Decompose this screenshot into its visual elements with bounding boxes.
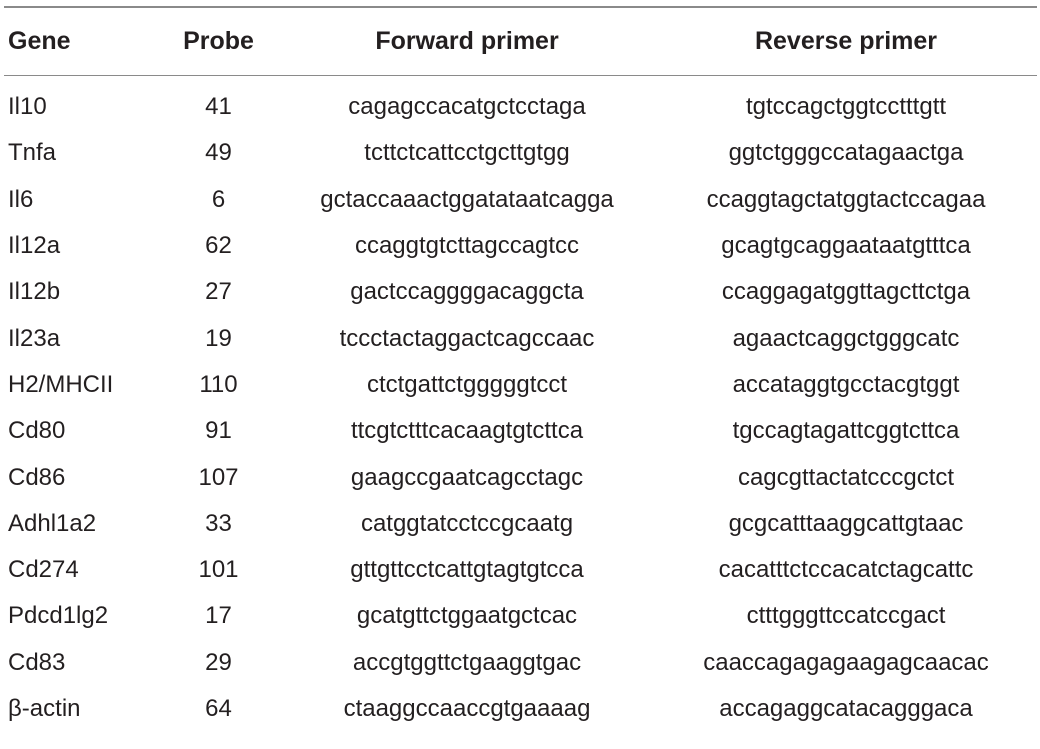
header-row: Gene Probe Forward primer Reverse primer (4, 7, 1037, 76)
cell-reverse-primer: accagaggcatacagggaca (719, 695, 973, 722)
cell-gene: Cd86 (8, 463, 66, 491)
cell-probe: 101 (198, 556, 239, 584)
table-row: Cd274 101 gttgttcctcattgtagtgtcca cacatttct… (4, 547, 1037, 593)
cell-forward-primer: ccaggtgtcttagccagtcc (354, 232, 580, 260)
cell-reverse-primer: ccaggagatggttagcttctga (721, 278, 971, 306)
cell-gene: Cd274 (8, 556, 79, 584)
cell-reverse-primer: gcgcatttaaggcattgtaac (728, 509, 964, 537)
cell-reverse-primer: ctttgggttccatccgact (746, 602, 946, 630)
cell-probe: 29 (205, 648, 232, 676)
cell-forward-primer: ttcgtctttcacaagtgtcttca (350, 417, 584, 445)
cell-probe: 17 (205, 602, 232, 630)
cell-forward-primer: gactccaggggacaggcta (350, 278, 584, 306)
cell-gene: Cd83 (8, 648, 66, 676)
header-probe: Probe (183, 27, 254, 55)
cell-reverse-primer: gcagtgcaggaataatgtttca (721, 232, 971, 260)
table-row: Il12a 62 ccaggtgtcttagccagtcc gcagtgcaggaat… (4, 223, 1037, 269)
table-row: Cd86 107 gaagccgaatcagcctagc cagcgttactatcc… (4, 454, 1037, 500)
cell-probe: 49 (205, 139, 232, 167)
table-row: Il6 6 gctaccaaactggatataatcagga ccaggtagcta… (4, 177, 1037, 223)
header-gene: Gene (8, 27, 71, 55)
cell-reverse-primer: tgccagtagattcggtcttca (732, 417, 960, 445)
table-row: Adhl1a2 33 catggtatcctccgcaatg gcgcatttaagg… (4, 501, 1037, 547)
header-forward-primer: Forward primer (375, 27, 559, 55)
cell-probe: 33 (205, 509, 232, 537)
table-row: Il23a 19 tccctactaggactcagccaac agaactcaggc… (4, 315, 1037, 361)
cell-reverse-primer: cagcgttactatcccgctct (737, 463, 955, 491)
cell-probe: 91 (205, 417, 232, 445)
table-row: Tnfa 49 tcttctcattcctgcttgtgg ggtctgggccata… (4, 130, 1037, 176)
cell-gene: Pdcd1lg2 (8, 602, 109, 630)
cell-forward-primer: cagagccacatgctcctaga (348, 93, 586, 121)
table-row: Cd80 91 ttcgtctttcacaagtgtcttca tgccagtagat… (4, 408, 1037, 454)
cell-forward-primer: gttgttcctcattgtagtgtcca (350, 556, 584, 584)
cell-reverse-primer: ccaggtagctatggtactccagaa (706, 185, 986, 213)
cell-forward-primer: ctaaggccaaccgtgaaaag (343, 695, 591, 722)
cell-gene: Cd80 (8, 417, 66, 445)
primer-table-container: Gene Probe Forward primer Reverse primer… (4, 0, 1037, 732)
cell-reverse-primer: ggtctgggccatagaactga (728, 139, 964, 167)
cell-probe: 41 (205, 93, 232, 121)
cell-reverse-primer: agaactcaggctgggcatc (732, 324, 960, 352)
cell-forward-primer: catggtatcctccgcaatg (360, 509, 574, 537)
cell-probe: 19 (205, 324, 232, 352)
cell-gene: Il23a (8, 324, 61, 352)
cell-gene: Il12b (8, 278, 61, 306)
cell-forward-primer: tcttctcattcctgcttgtgg (364, 139, 570, 167)
table-row: Cd83 29 accgtggttctgaaggtgac caaccagagagaag… (4, 640, 1037, 686)
table-header: Gene Probe Forward primer Reverse primer (4, 7, 1037, 76)
table-row: H2/MHCII 110 ctctgattctgggggtcct accataggtg… (4, 362, 1037, 408)
cell-reverse-primer: cacatttctccacatctagcattc (718, 556, 974, 584)
cell-gene: Il6 (8, 185, 34, 213)
cell-reverse-primer: caaccagagagaagagcaacac (703, 648, 989, 676)
cell-forward-primer: gcatgttctggaatgctcac (356, 602, 578, 630)
cell-gene: β-actin (8, 695, 81, 722)
cell-forward-primer: accgtggttctgaaggtgac (352, 648, 582, 676)
cell-probe: 62 (205, 232, 232, 260)
cell-probe: 107 (198, 463, 239, 491)
cell-reverse-primer: accataggtgcctacgtggt (732, 370, 960, 398)
cell-probe: 64 (205, 695, 232, 722)
cell-gene: Adhl1a2 (8, 509, 97, 537)
cell-probe: 110 (199, 370, 238, 398)
cell-gene: Il12a (8, 232, 61, 260)
cell-gene: H2/MHCII (8, 370, 114, 398)
cell-gene: Il10 (8, 93, 47, 121)
cell-forward-primer: gaagccgaatcagcctagc (350, 463, 584, 491)
cell-reverse-primer: tgtccagctggtcctttgtt (745, 93, 947, 121)
table-row: Il12b 27 gactccaggggacaggcta ccaggagatggtta… (4, 269, 1037, 315)
header-reverse-primer: Reverse primer (754, 27, 938, 55)
cell-probe: 6 (211, 185, 226, 213)
table-row: β-actin 64 ctaaggccaaccgtgaaaag accagaggcat… (4, 686, 1037, 732)
cell-forward-primer: ctctgattctgggggtcct (366, 370, 568, 398)
table-row: Pdcd1lg2 17 gcatgttctggaatgctcac ctttgggttc… (4, 593, 1037, 639)
cell-probe: 27 (205, 278, 232, 306)
primer-table: Gene Probe Forward primer Reverse primer… (4, 6, 1037, 732)
table-body: Il10 41 cagagccacatgctcctaga tgtccagctggtcc… (4, 76, 1037, 733)
cell-forward-primer: gctaccaaactggatataatcagga (320, 185, 614, 213)
table-row: Il10 41 cagagccacatgctcctaga tgtccagctggtcc… (4, 76, 1037, 131)
cell-forward-primer: tccctactaggactcagccaac (339, 324, 595, 352)
cell-gene: Tnfa (8, 139, 57, 167)
